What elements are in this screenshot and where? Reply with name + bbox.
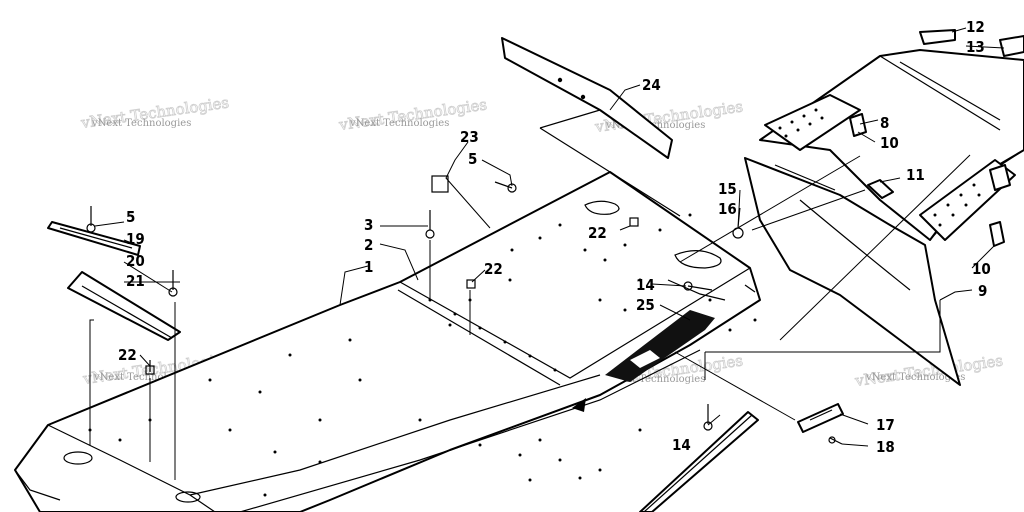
callout-5-left: 5	[126, 208, 135, 226]
callout-22-left: 22	[118, 346, 137, 364]
callout-24: 24	[642, 76, 661, 94]
callout-14-upper: 14	[636, 276, 655, 294]
leader-lines	[89, 27, 1005, 480]
tunnel-panel	[14, 171, 761, 512]
fasteners	[86, 175, 843, 445]
watermark: vNext Technologies	[93, 372, 193, 383]
callout-12: 12	[966, 18, 985, 36]
callout-25: 25	[636, 296, 655, 314]
rear-bumper-assembly	[744, 29, 1024, 386]
callout-11: 11	[906, 166, 925, 184]
callout-22-center: 22	[484, 260, 503, 278]
callout-21: 21	[126, 272, 145, 290]
callout-2: 2	[364, 236, 373, 254]
rivet-holes	[88, 213, 757, 497]
reflector	[797, 403, 844, 433]
watermark: vNext Technologies	[91, 118, 191, 129]
callout-10-lower: 10	[972, 260, 991, 278]
callout-8: 8	[880, 114, 889, 132]
callout-19: 19	[126, 230, 145, 248]
direction-arrow	[572, 398, 586, 412]
seat-badge	[605, 310, 715, 382]
left-brackets	[47, 221, 181, 341]
watermark: vNext Technologies	[605, 374, 705, 385]
callout-5-center: 5	[468, 150, 477, 168]
watermark: vNext Technologies	[349, 118, 449, 129]
callout-13: 13	[966, 38, 985, 56]
callout-9: 9	[978, 282, 987, 300]
callout-23: 23	[460, 128, 479, 146]
seat-strap	[501, 37, 681, 217]
callout-10-upper: 10	[880, 134, 899, 152]
callout-16: 16	[718, 200, 737, 218]
running-board-rail	[639, 411, 759, 512]
clip-fasteners	[849, 113, 1011, 247]
watermark: vNext Technologies	[865, 372, 965, 383]
callout-18: 18	[876, 438, 895, 456]
hole-pattern	[778, 108, 981, 227]
callout-17: 17	[876, 416, 895, 434]
callout-15: 15	[718, 180, 737, 198]
callout-22-right: 22	[588, 224, 607, 242]
callout-labels: 1 2 3 5 5 8 9 10 10 11 12 13 14 14 15 16…	[118, 18, 991, 456]
callout-14-lower: 14	[672, 436, 691, 454]
callout-20: 20	[126, 252, 145, 270]
callout-3: 3	[364, 216, 373, 234]
callout-1: 1	[364, 258, 373, 276]
